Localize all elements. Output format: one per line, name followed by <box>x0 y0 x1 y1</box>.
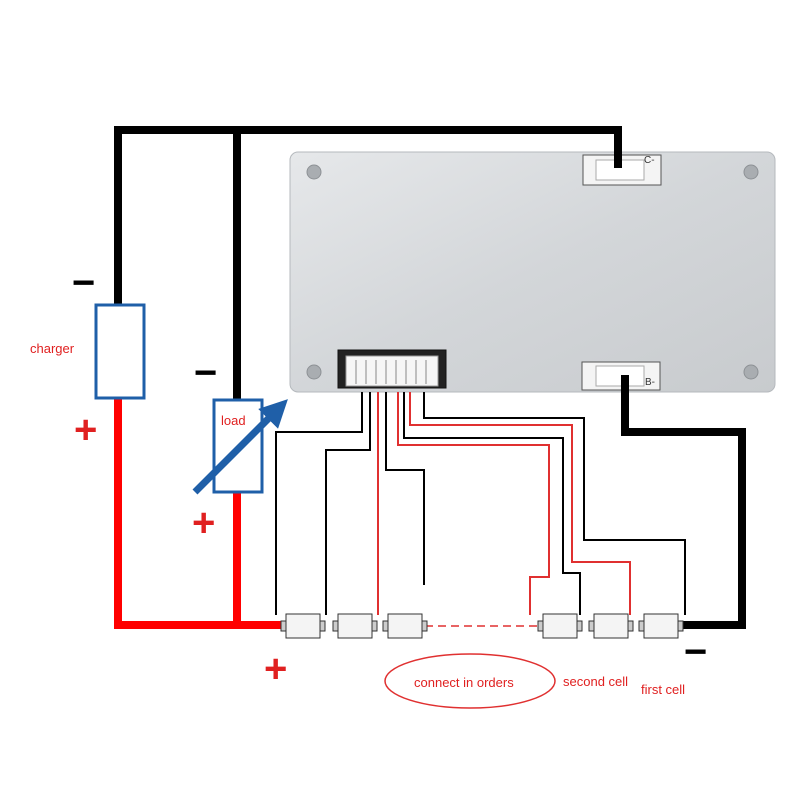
pack-minus-sign: − <box>684 630 707 674</box>
protection-board: C- B- <box>289 151 776 393</box>
positive-wires <box>114 398 285 629</box>
battery-cell-second <box>588 613 634 639</box>
battery-cell-first <box>638 613 684 639</box>
balance-lead-7 <box>409 392 631 615</box>
battery-cell <box>332 613 378 639</box>
charger-component <box>94 303 146 400</box>
charger-negative-wire <box>114 126 622 305</box>
load-minus-sign: − <box>194 351 217 395</box>
balance-lead-6 <box>403 392 581 615</box>
connect-in-orders-label: connect in orders <box>414 675 514 690</box>
screw-bottom-right <box>743 364 759 380</box>
charger-positive-wire <box>114 398 285 629</box>
screw-top-left <box>306 164 322 180</box>
balance-leads <box>275 392 686 615</box>
load-plus-sign: + <box>192 501 215 545</box>
arrow-up-right-icon <box>192 399 288 495</box>
first-cell-label: first cell <box>641 682 685 697</box>
screw-bottom-left <box>306 364 322 380</box>
charger-minus-sign: − <box>72 261 95 305</box>
negative-wires <box>114 126 746 629</box>
balance-lead-4 <box>385 392 425 585</box>
connect-in-orders-highlight <box>384 653 556 709</box>
battery-cell-third <box>537 613 583 639</box>
balance-lead-5 <box>397 392 550 615</box>
balance-connector <box>337 349 447 389</box>
battery-cell <box>280 613 326 639</box>
c-minus-label: C- <box>644 155 655 166</box>
balance-lead-8 <box>423 392 686 615</box>
pack-plus-sign: + <box>264 647 287 691</box>
load-label: load <box>221 413 246 428</box>
b-minus-label: B- <box>645 377 655 388</box>
balance-lead-1 <box>275 392 363 615</box>
screw-top-right <box>743 164 759 180</box>
second-cell-label: second cell <box>563 674 628 689</box>
charger-label: charger <box>30 341 75 356</box>
balance-lead-2 <box>325 392 371 615</box>
battery-cell <box>382 613 428 639</box>
battery-negative-wire <box>621 375 746 629</box>
battery-cells <box>280 613 684 639</box>
charger-plus-sign: + <box>74 408 97 452</box>
